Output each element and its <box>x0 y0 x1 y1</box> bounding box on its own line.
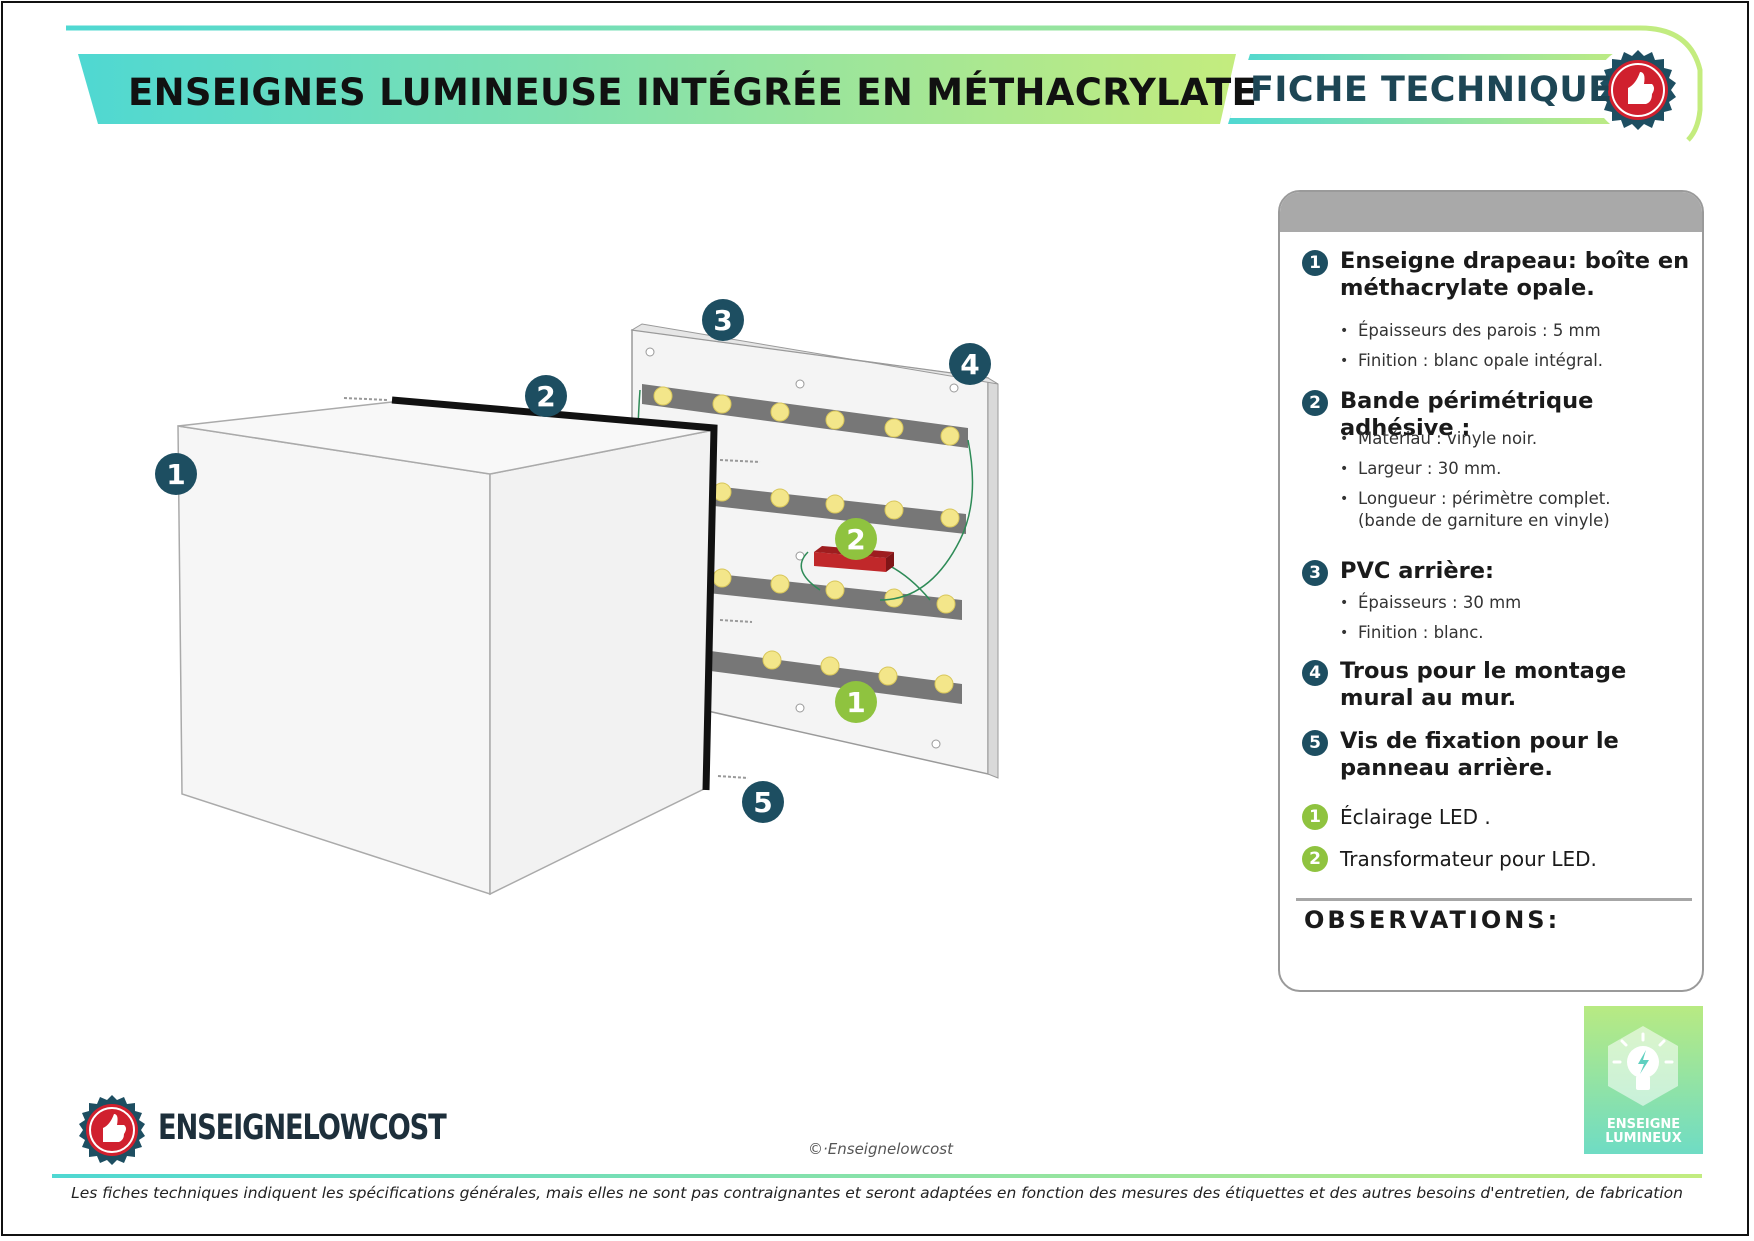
spec-led-title-1: Éclairage LED . <box>1340 805 1491 829</box>
observations-heading: OBSERVATIONS: <box>1304 906 1561 934</box>
callout-1: 1 <box>155 453 197 495</box>
spec-title-2: Bande périmétrique adhésive : <box>1340 388 1594 441</box>
exploded-diagram: 1 2 3 4 5 2 1 <box>155 299 999 896</box>
lightbulb-icon <box>1612 1032 1674 1090</box>
spec-num-1: 1 <box>1302 250 1328 276</box>
spec-item-5: 5 Vis de fixation pour le panneau arrièr… <box>1302 728 1690 782</box>
svg-text:4: 4 <box>960 348 979 381</box>
spec-led-num-1: 1 <box>1302 804 1328 830</box>
enseigne-lumineux-badge <box>1584 1006 1703 1154</box>
spec-title-1: Enseigne drapeau: boîte en méthacrylate … <box>1340 248 1690 301</box>
callout-2: 2 <box>525 375 567 417</box>
panel-divider <box>1296 898 1692 901</box>
spec-title-4: Trous pour le montage mural au mur. <box>1340 658 1627 711</box>
svg-text:5: 5 <box>753 786 772 819</box>
spec-panel: 1 Enseigne drapeau: boîte en méthacrylat… <box>1278 190 1704 992</box>
svg-text:2: 2 <box>536 380 555 413</box>
spec-num-4: 4 <box>1302 660 1328 686</box>
spec-num-2: 2 <box>1302 390 1328 416</box>
brand-seal-icon <box>79 1095 145 1165</box>
spec-item-4: 4 Trous pour le montage mural au mur. <box>1302 658 1690 712</box>
spec-num-5: 5 <box>1302 730 1328 756</box>
spec-3-bullet-2: •Finition : blanc. <box>1340 623 1484 642</box>
spec-led-1: 1 Éclairage LED . <box>1302 802 1491 832</box>
adhesive-band <box>391 396 718 791</box>
spec-item-1: 1 Enseigne drapeau: boîte en méthacrylat… <box>1302 248 1690 302</box>
header-seal-icon <box>1594 46 1682 134</box>
footer-disclaimer: Les fiches techniques indiquent les spéc… <box>71 1184 1683 1202</box>
callout-5: 5 <box>742 781 784 823</box>
spec-3-bullet-1: •Épaisseurs : 30 mm <box>1340 593 1522 612</box>
led-strips <box>642 384 968 704</box>
spec-item-3: 3 PVC arrière: <box>1302 558 1690 586</box>
spec-led-title-2: Transformateur pour LED. <box>1340 847 1597 871</box>
spec-item-2: 2 Bande périmétrique adhésive : <box>1302 388 1690 442</box>
page-subtitle: FICHE TECHNIQUE <box>1250 70 1613 110</box>
copyright: ©·Enseignelowcost <box>808 1140 953 1158</box>
spec-title-5: Vis de fixation pour le panneau arrière. <box>1340 728 1619 781</box>
callout-4: 4 <box>949 343 991 385</box>
callout-green-2: 2 <box>835 518 877 560</box>
spec-2-bullet-2: •Largeur : 30 mm. <box>1340 459 1502 478</box>
svg-text:2: 2 <box>846 523 865 556</box>
spec-1-bullet-2: •Finition : blanc opale intégral. <box>1340 351 1604 370</box>
brand-name: ENSEIGNELOWCOST <box>158 1108 447 1148</box>
spec-2-bullet-3: •Longueur : périmètre complet. <box>1340 489 1611 508</box>
badge-label: ENSEIGNE LUMINEUX <box>1605 1117 1682 1146</box>
spec-2-bullet-4: (bande de garniture en vinyle) <box>1358 511 1610 530</box>
callout-green-1: 1 <box>835 681 877 723</box>
footer-divider <box>52 1174 1702 1178</box>
spec-title-3: PVC arrière: <box>1340 558 1494 584</box>
spec-1-bullet-1: •Épaisseurs des parois : 5 mm <box>1340 321 1601 340</box>
opal-box <box>177 401 715 896</box>
page-title: ENSEIGNES LUMINEUSE INTÉGRÉE EN MÉTHACRY… <box>128 70 1258 114</box>
spec-led-2: 2 Transformateur pour LED. <box>1302 844 1597 874</box>
header-band <box>66 25 1703 142</box>
spec-2-bullet-1: •Matériau : vinyle noir. <box>1340 429 1538 448</box>
spec-led-num-2: 2 <box>1302 846 1328 872</box>
spec-panel-header <box>1280 192 1702 232</box>
svg-text:1: 1 <box>846 686 865 719</box>
svg-text:1: 1 <box>166 458 185 491</box>
spec-num-3: 3 <box>1302 560 1328 586</box>
svg-text:3: 3 <box>713 304 732 337</box>
callout-3: 3 <box>702 299 744 341</box>
